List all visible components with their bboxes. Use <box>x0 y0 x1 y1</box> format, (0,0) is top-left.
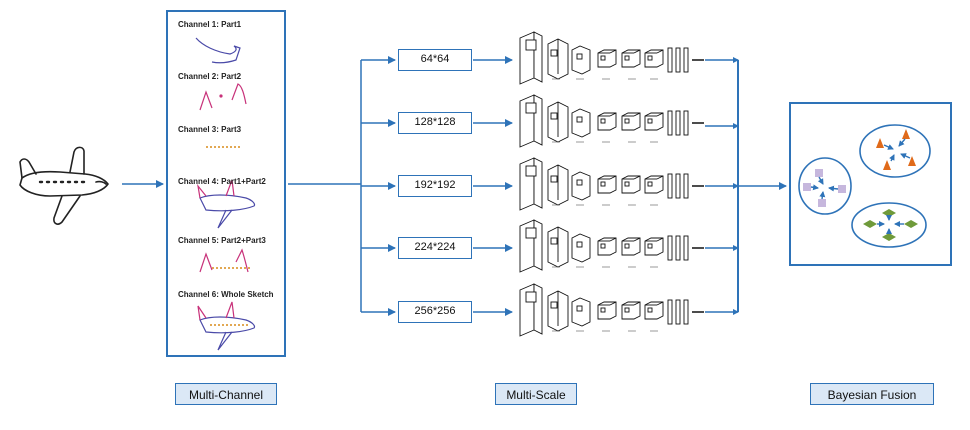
cluster-green-members <box>863 209 918 241</box>
channel2-sketch <box>199 83 247 111</box>
connector-channels-to-scales <box>288 56 396 316</box>
scale-box-192: 192*192 <box>398 175 472 197</box>
bayesian-fusion-box <box>789 102 952 266</box>
cnn-network-2 <box>519 94 704 148</box>
channel5-sketch <box>199 248 252 273</box>
cluster-green <box>851 202 927 248</box>
channel-4-title: Channel 4: Part1+Part2 <box>178 177 266 186</box>
fusion-clusters <box>798 124 931 248</box>
scale-box-224: 224*224 <box>398 237 472 259</box>
channel1-sketch <box>195 37 241 64</box>
cnn-network-1 <box>519 31 704 85</box>
cluster-orange-members <box>876 129 916 170</box>
cluster-violet-members <box>803 169 846 207</box>
label-multi-channel: Multi-Channel <box>175 383 277 405</box>
cluster-violet <box>798 157 852 215</box>
scale-box-128: 128*128 <box>398 112 472 134</box>
label-multi-scale: Multi-Scale <box>495 383 577 405</box>
label-bayesian-fusion: Bayesian Fusion <box>810 383 934 405</box>
channel-2-title: Channel 2: Part2 <box>178 72 242 81</box>
connector-networks-to-fusion <box>705 57 787 315</box>
channel4-sketch <box>197 179 256 229</box>
channel-5-title: Channel 5: Part2+Part3 <box>178 236 266 245</box>
scale-box-256: 256*256 <box>398 301 472 323</box>
channel-3-title: Channel 3: Part3 <box>178 125 242 134</box>
channel-6-title: Channel 6: Whole Sketch <box>178 290 274 299</box>
cnn-network-4 <box>519 219 704 273</box>
channel6-sketch <box>197 301 256 351</box>
multi-channel-box <box>166 10 286 357</box>
input-sketch-airplane <box>19 146 109 225</box>
cnn-network-5 <box>519 283 704 337</box>
cnn-network-3 <box>519 157 704 211</box>
channel-1-title: Channel 1: Part1 <box>178 20 242 29</box>
connector-scales-to-networks <box>473 56 513 316</box>
scale-box-64: 64*64 <box>398 49 472 71</box>
